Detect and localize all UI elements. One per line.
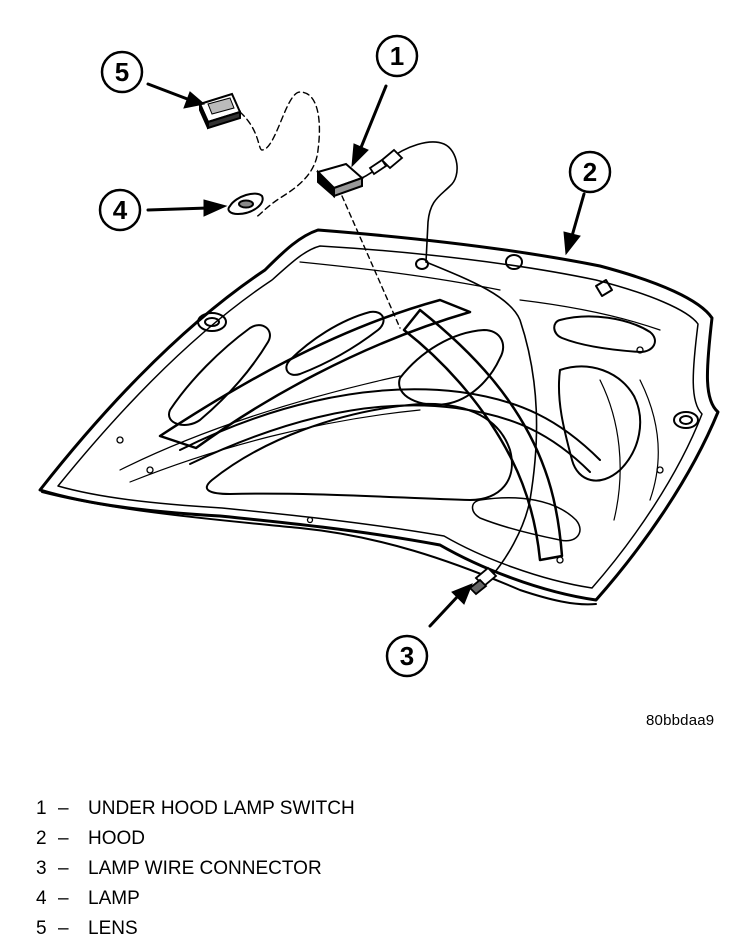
legend-item: 5–LENS [36,914,355,944]
hood-front-lip [41,491,597,606]
callout-1: 1 [375,34,419,78]
legend-dash: – [58,888,69,909]
switch-connector [368,148,404,176]
legend-item: 3–LAMP WIRE CONNECTOR [36,854,355,884]
under-hood-lamp-switch [316,162,364,199]
hood-brace-left [158,298,472,450]
hood-brace-center [179,388,601,473]
callout-5: 5 [100,50,144,94]
legend-dash: – [58,918,69,939]
callout-1-number: 1 [390,41,404,71]
callout-2: 2 [568,150,612,194]
callout-4-number: 4 [113,195,128,225]
lamp-wire-dashed [239,91,321,217]
hood-lamp-diagram: 5 1 4 2 3 [38,34,720,678]
switch-to-hood-line [341,195,401,329]
legend-label: LAMP [88,888,140,909]
hood-outline [38,228,720,602]
hood-stiffener-lines [119,261,661,521]
hood-cutout-2 [285,310,385,376]
lamp-part [227,192,264,216]
legend-list: 1–UNDER HOOD LAMP SWITCH 2–HOOD 3–LAMP W… [36,794,355,944]
callout-5-number: 5 [115,57,129,87]
hood-cutout-1 [168,324,271,426]
legend-label: HOOD [88,828,145,849]
callout-3: 3 [385,634,429,678]
hood-bumper-left [197,312,227,332]
callout-4: 4 [98,188,142,232]
hood-inner-rim [57,245,703,589]
legend-item: 1–UNDER HOOD LAMP SWITCH [36,794,355,824]
switch-wire [361,141,458,263]
figure-code: 80bbdaa9 [646,712,715,729]
legend-label: LAMP WIRE CONNECTOR [88,858,322,879]
legend-dash: – [58,828,69,849]
legend-label: LENS [88,918,138,939]
hood-wire [425,261,538,579]
legend-number: 5 [36,918,47,939]
hood-cutout-6 [553,315,656,353]
legend-number: 3 [36,858,47,879]
hood-cutout-7 [471,497,581,542]
hood-bumper-right [673,411,699,429]
legend-number: 1 [36,798,47,819]
leader-arrows [146,82,586,628]
lens-part [198,92,242,130]
hood-latch-mount [415,254,613,297]
lamp-wire-connector [468,566,498,596]
legend-label: UNDER HOOD LAMP SWITCH [88,798,355,819]
hood-cutout-4 [205,402,513,501]
legend-item: 2–HOOD [36,824,355,854]
legend-number: 4 [36,888,47,909]
hood-cutout-5 [557,365,642,482]
hood-small-holes [116,346,664,564]
legend-dash: – [58,858,69,879]
hood-brace-diagonal [402,308,564,562]
hood-cutout-3 [398,329,505,406]
legend-number: 2 [36,828,47,849]
callout-3-number: 3 [400,641,414,671]
legend-dash: – [58,798,69,819]
legend-item: 4–LAMP [36,884,355,914]
callout-2-number: 2 [583,157,597,187]
